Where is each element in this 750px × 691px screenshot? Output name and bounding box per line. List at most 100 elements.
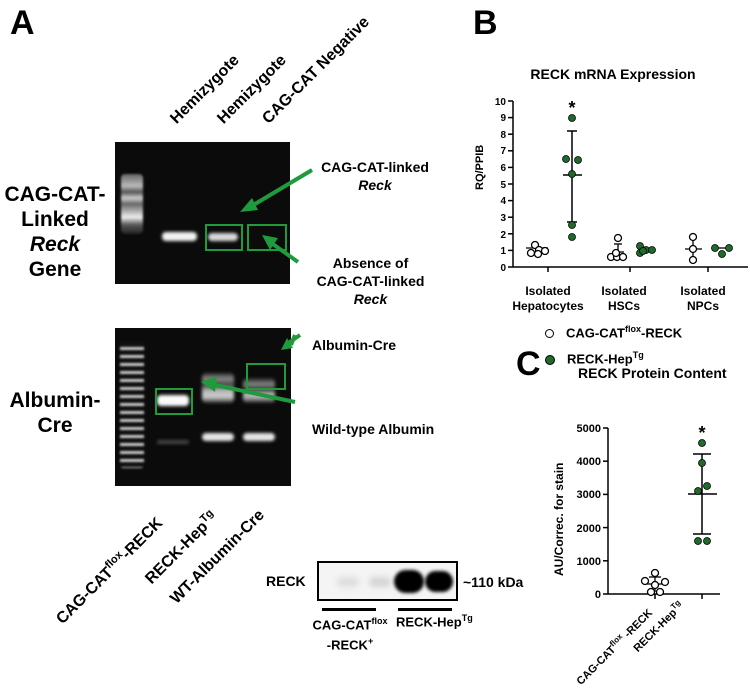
legend-ctrl-tail: -RECK <box>641 325 683 341</box>
annotation-linked-line1: CAG-CAT-linked <box>321 159 429 175</box>
arrow-albcre-icon <box>281 333 302 350</box>
chart-b-hscs-tg <box>636 242 656 257</box>
lane-footer-1-main: CAG-CAT <box>53 564 117 628</box>
group1-line2: -RECK <box>326 637 368 653</box>
svg-text:7: 7 <box>500 146 506 157</box>
gel2-label-line2: Cre <box>37 414 73 437</box>
svg-text:10: 10 <box>495 97 507 108</box>
legend-item-ctrl: CAG-CATflox-RECK <box>545 318 682 344</box>
ladder <box>120 342 144 468</box>
svg-text:1000: 1000 <box>577 556 601 568</box>
blot-band-strong-2 <box>425 571 453 592</box>
group2-main: RECK-Hep <box>396 614 462 630</box>
group1-main: CAG-CAT <box>312 617 372 633</box>
blot-band-strong-1 <box>394 570 424 593</box>
svg-text:2000: 2000 <box>577 523 601 535</box>
chart-c-cat1-main: CAG-CAT <box>574 643 619 688</box>
annotation-absence-line1: Absence of <box>332 255 409 271</box>
legend-item-tg: RECK-HepTg <box>545 344 682 370</box>
chart-b-category-2: Isolated HSCs <box>601 284 647 313</box>
svg-text:5: 5 <box>500 180 506 191</box>
legend-tg-sup: Tg <box>632 350 644 361</box>
filled-circle-icon <box>545 355 555 366</box>
chart-b-xaxis <box>513 266 748 272</box>
ladder <box>121 174 143 234</box>
panel-c-letter: C <box>516 345 541 383</box>
svg-text:9: 9 <box>500 113 506 124</box>
chart-b-yaxis <box>508 100 514 268</box>
arrow-absence-icon <box>262 235 300 264</box>
blot-band-faint-1 <box>337 577 359 587</box>
gel1-row-label: CAG-CAT- Linked Reck Gene <box>0 182 110 282</box>
highlight-box-albcre <box>246 363 286 390</box>
western-size-label: ~110 kDa <box>463 574 524 590</box>
chart-b-title: RECK mRNA Expression <box>530 66 696 82</box>
annotation-linked: CAG-CAT-linked Reck <box>315 158 435 194</box>
chart-b-hepatocytes-tg: * <box>562 98 582 241</box>
svg-text:0: 0 <box>595 589 601 601</box>
group1-sup: flox <box>371 616 388 626</box>
svg-text:5000: 5000 <box>577 423 601 435</box>
highlight-box-lane2 <box>205 224 243 251</box>
annotation-albumin-cre: Albumin-Cre <box>312 337 396 353</box>
svg-text:4000: 4000 <box>577 456 601 468</box>
group2-label: RECK-HepTg <box>396 613 473 629</box>
western-protein-label: RECK <box>266 573 306 589</box>
band-lane2 <box>208 233 238 241</box>
legend-tg-label: RECK-Hep <box>567 351 633 367</box>
group2-bar <box>398 608 452 611</box>
annotation-absence-line3: Reck <box>353 291 388 307</box>
svg-text:0: 0 <box>500 263 506 274</box>
chart-b-ylabel: RQ/PPIB <box>474 144 486 190</box>
highlight-box-lane3 <box>247 224 287 251</box>
chart-b-category-1: Isolated Hepatocytes <box>512 284 584 313</box>
western-blot-image <box>317 561 458 601</box>
annotation-absence-line2: CAG-CAT-linked <box>316 273 425 289</box>
group1-label: CAG-CATflox -RECK+ <box>295 613 405 654</box>
legend-ctrl-label: CAG-CAT <box>566 325 625 341</box>
svg-text:3: 3 <box>500 213 506 224</box>
chart-c-title: RECK Protein Content <box>578 365 727 381</box>
group1-line2-sup: + <box>367 636 374 647</box>
chart-b-hepatocytes-ctrl <box>526 240 550 259</box>
gel2-arrows <box>201 333 302 404</box>
band-lane2-low <box>202 433 234 441</box>
gel-image-reck <box>115 142 290 284</box>
gel1-arrows <box>240 168 314 264</box>
chart-c-xaxis <box>608 593 720 599</box>
annotation-absence: Absence of CAG-CAT-linked Reck <box>303 254 438 308</box>
chart-c-yticks: 0 1000 2000 3000 4000 5000 <box>577 423 601 601</box>
band-lane1-low <box>157 440 189 444</box>
gel1-label-line4: Gene <box>28 258 82 281</box>
arrow-wt-icon <box>201 376 296 404</box>
band-lane3-low <box>243 433 275 441</box>
chart-c-ylabel: AU/Correc. for stain <box>552 462 566 576</box>
svg-text:8: 8 <box>500 130 506 141</box>
annotation-wildtype-albumin: Wild-type Albumin <box>312 421 435 437</box>
gel2-label-line1: Albumin- <box>9 389 101 412</box>
group2-sup: Tg <box>461 613 473 623</box>
panel-a-letter: A <box>10 4 35 42</box>
highlight-box-wt <box>155 388 193 415</box>
gel2-row-label: Albumin- Cre <box>0 388 110 438</box>
svg-text:1: 1 <box>500 246 506 257</box>
group1-bar <box>322 608 376 611</box>
band-lane1 <box>162 232 197 241</box>
annotation-linked-line2: Reck <box>358 177 392 193</box>
chart-c-yaxis <box>603 427 609 595</box>
chart-b-significance-star: * <box>568 98 575 118</box>
chart-c-significance-star: * <box>698 423 705 443</box>
blot-band-faint-2 <box>369 577 391 587</box>
gel1-label-line1: CAG-CAT- <box>4 183 106 206</box>
chart-b-npcs-ctrl <box>685 232 702 265</box>
chart-b-npcs-tg <box>711 244 733 258</box>
gel1-label-line3: Reck <box>29 233 81 256</box>
svg-text:3000: 3000 <box>577 489 601 501</box>
arrow-linked-icon <box>240 168 314 212</box>
chart-b-category-3: Isolated NPCs <box>680 284 726 313</box>
legend-ctrl-sup: flox <box>624 324 641 334</box>
chart-b-hscs-ctrl <box>606 233 628 262</box>
chart-b-legend: CAG-CATflox-RECK RECK-HepTg <box>545 318 682 371</box>
chart-c-tg-series: * <box>688 423 717 545</box>
